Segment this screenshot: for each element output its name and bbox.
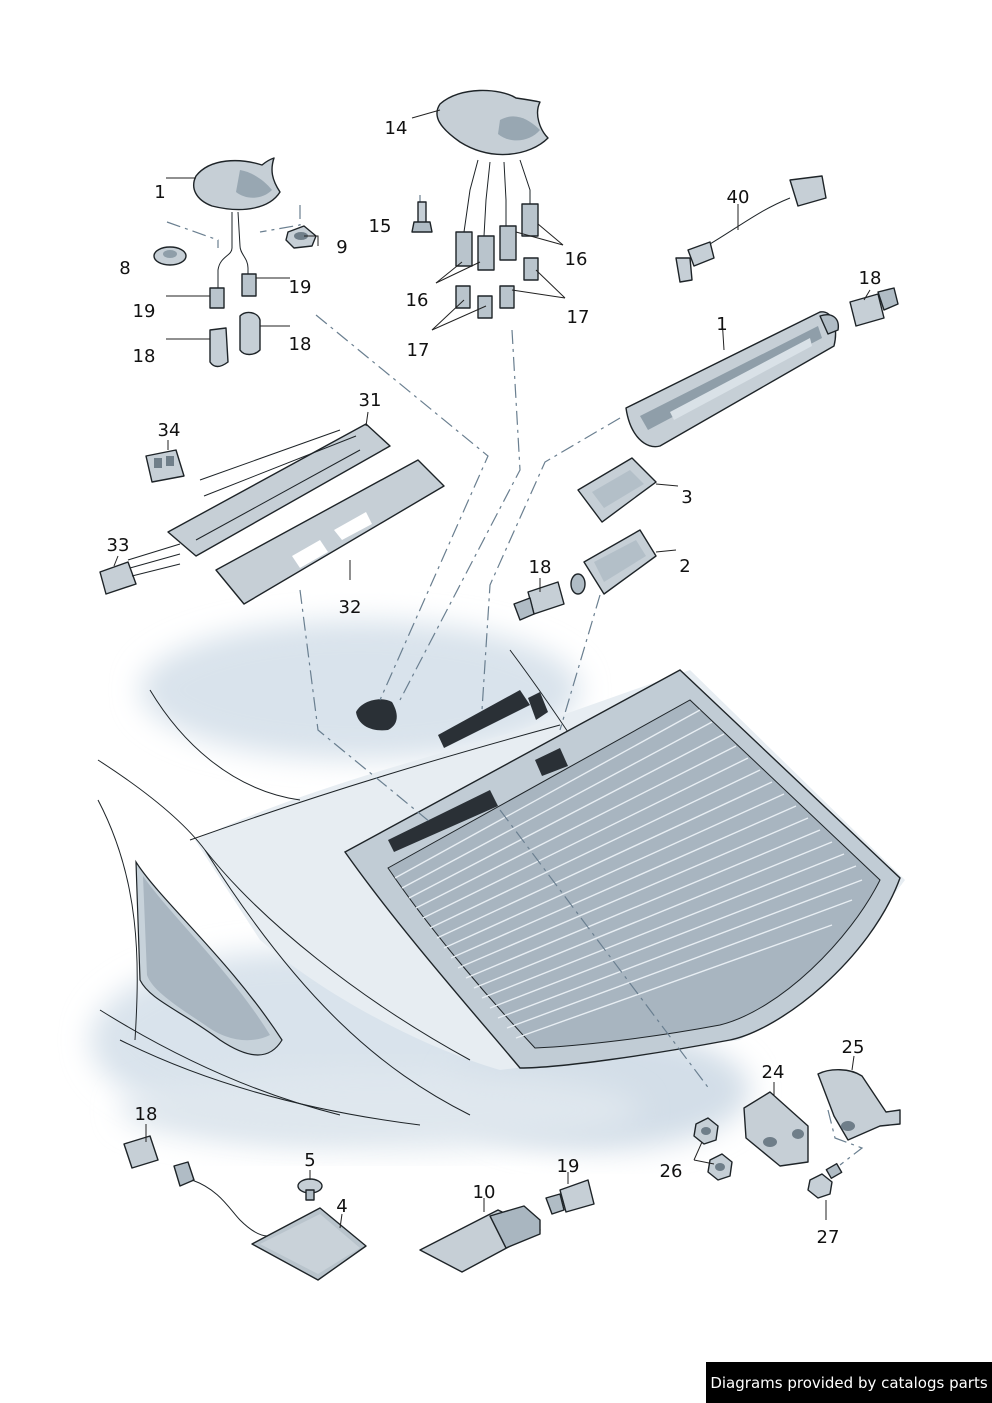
part-connector-33 [99, 543, 181, 595]
callout-14: 14 [385, 118, 408, 139]
credit-banner: Diagrams provided by catalogs parts [706, 1362, 992, 1403]
callout-1: 1 [154, 182, 165, 203]
callout-18: 18 [135, 1104, 158, 1125]
part-grommet [153, 246, 187, 266]
callout-24: 24 [762, 1062, 785, 1083]
callout-5: 5 [304, 1150, 315, 1171]
part-connector-34 [145, 449, 185, 483]
part-roof-antenna-center [436, 89, 549, 319]
callout-16: 16 [565, 249, 588, 270]
callout-10: 10 [473, 1182, 496, 1203]
part-roof-antenna-left [193, 157, 281, 368]
callout-18: 18 [133, 346, 156, 367]
part-connector-19-lower [545, 1179, 595, 1215]
assembly-guide-lines [166, 195, 864, 1166]
part-nuts-26 [693, 1117, 733, 1181]
part-cover-strip-32 [215, 459, 445, 605]
part-antenna-strip-31 [167, 423, 391, 557]
callout-40: 40 [727, 187, 750, 208]
part-clip-5 [297, 1178, 323, 1201]
part-module-10 [419, 1205, 541, 1273]
callout-16: 16 [406, 290, 429, 311]
part-brake-light [625, 311, 839, 448]
callout-26: 26 [660, 1161, 683, 1182]
callout-3: 3 [681, 487, 692, 508]
callout-19: 19 [289, 277, 312, 298]
callout-9: 9 [336, 237, 347, 258]
callout-31: 31 [359, 390, 382, 411]
callout-17: 17 [407, 340, 430, 361]
callout-17: 17 [567, 307, 590, 328]
callout-33: 33 [107, 535, 130, 556]
callout-18: 18 [859, 268, 882, 289]
callout-18: 18 [529, 557, 552, 578]
vehicle-rear-body [90, 620, 905, 1150]
leader-lines [113, 109, 871, 1229]
callout-19: 19 [133, 301, 156, 322]
part-connector-18-lower [123, 1135, 269, 1237]
callout-34: 34 [158, 420, 181, 441]
callout-1: 1 [716, 314, 727, 335]
callout-8: 8 [119, 258, 130, 279]
part-screw [411, 201, 433, 233]
callout-15: 15 [369, 216, 392, 237]
callout-4: 4 [336, 1196, 347, 1217]
part-cable-40 [675, 175, 827, 283]
callout-19: 19 [557, 1156, 580, 1177]
part-connector-18-mid [513, 581, 565, 621]
part-bracket-25 [817, 1069, 901, 1141]
part-antenna-plate-4 [251, 1207, 367, 1281]
part-bolt-27 [807, 1162, 843, 1199]
callout-25: 25 [842, 1037, 865, 1058]
part-nut [285, 225, 317, 249]
callout-27: 27 [817, 1227, 840, 1248]
part-bracket-24 [743, 1091, 809, 1167]
part-module-3 [577, 457, 657, 523]
callout-2: 2 [679, 556, 690, 577]
callout-18: 18 [289, 334, 312, 355]
callout-32: 32 [339, 597, 362, 618]
callout-numbers: 1 8 9 19 19 18 18 14 15 16 16 17 17 40 1… [107, 118, 882, 1248]
part-connector-18-right [849, 287, 899, 327]
part-module-2 [570, 529, 657, 595]
